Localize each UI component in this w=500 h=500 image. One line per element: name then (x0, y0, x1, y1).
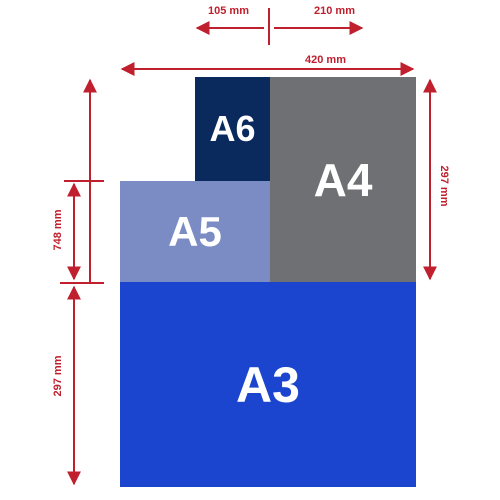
sheet-a6-label: A6 (209, 108, 256, 149)
dim-label-left-297: 297 mm (52, 355, 64, 397)
dim-label-right-297: 297 mm (438, 165, 450, 207)
dim-label-420: 420 mm (305, 54, 346, 66)
sheet-a4-label: A4 (313, 153, 373, 206)
dim-label-left-748: 748 mm (52, 209, 64, 251)
sheet-a5: A5 (120, 181, 270, 282)
dim-label-105: 105 mm (208, 5, 249, 17)
sheet-a6: A6 (195, 77, 270, 181)
sheet-a4: A4 (270, 77, 416, 282)
sheet-a3-label: A3 (236, 356, 300, 413)
sheet-a3: A3 (120, 282, 416, 487)
dim-label-210: 210 mm (314, 5, 355, 17)
sheet-a5-label: A5 (168, 207, 222, 255)
